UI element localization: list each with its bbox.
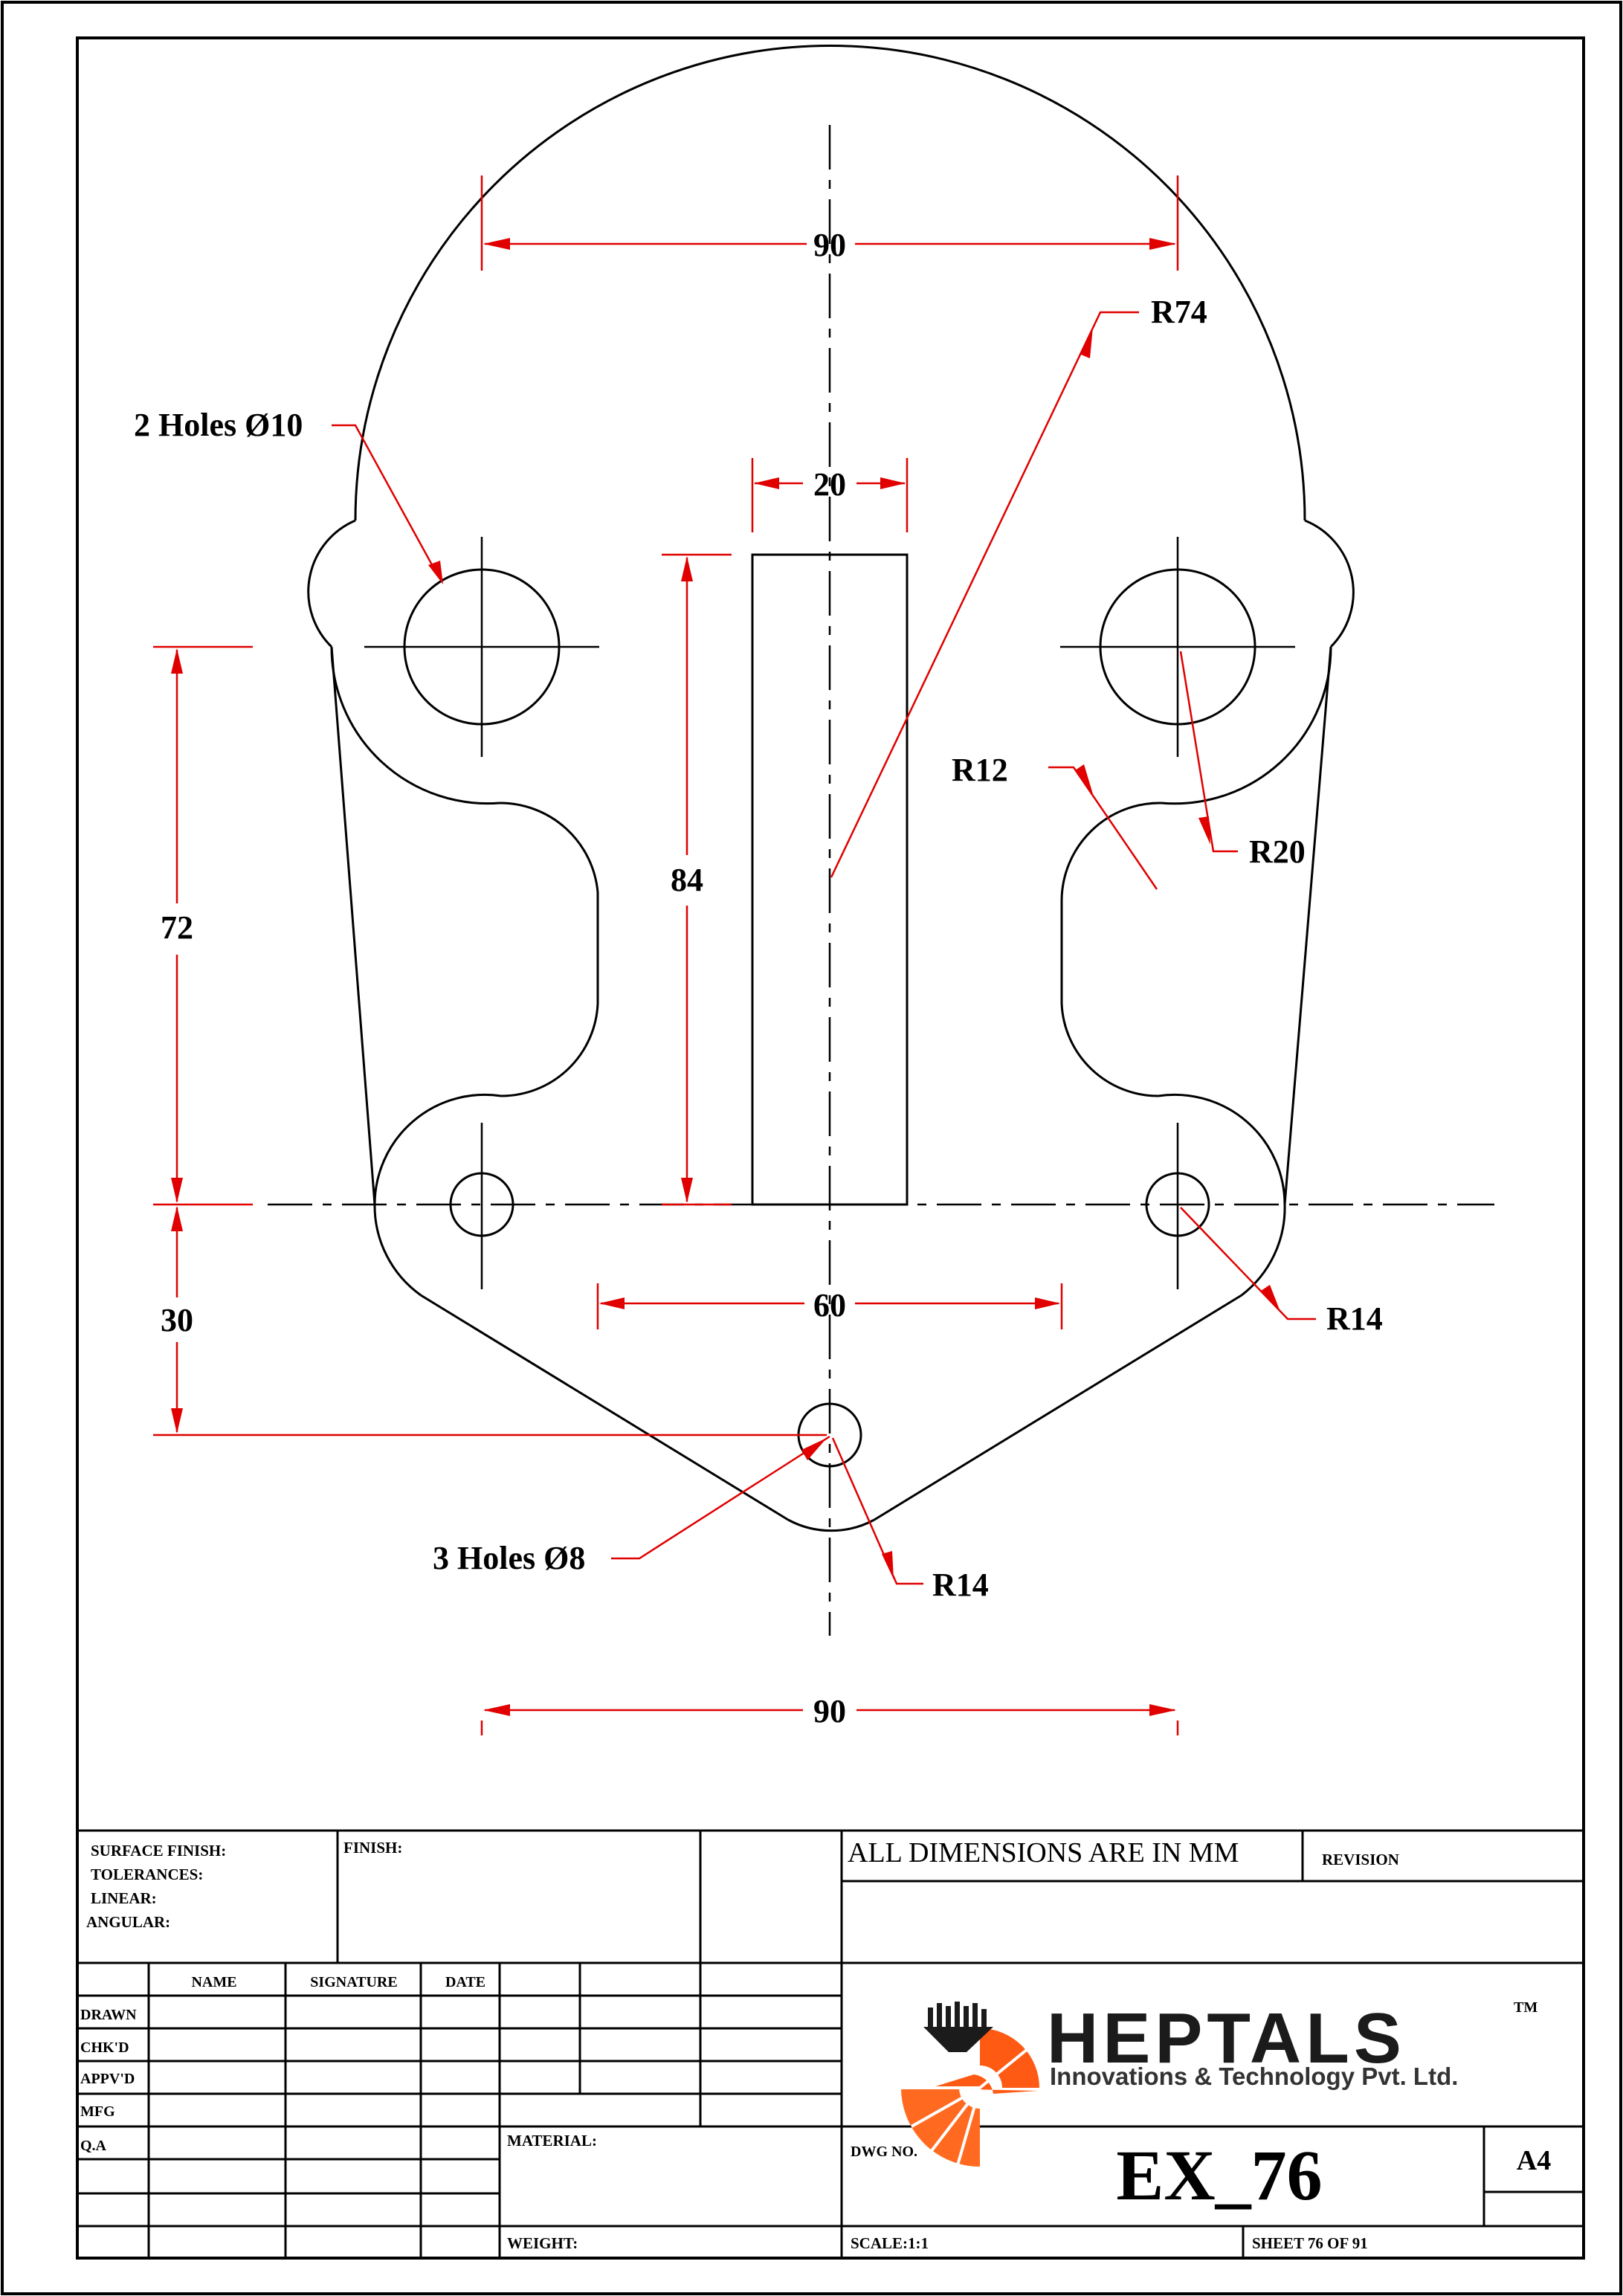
dim-slot-width: 20 [813,466,846,503]
label-material: MATERIAL: [507,2132,597,2150]
logo-emblem-icon [901,2002,1039,2167]
row-checked: CHK'D [80,2039,129,2056]
dim-top-width: 90 [813,227,846,263]
col-date: DATE [445,1974,485,1990]
row-qa: Q.A [80,2138,107,2154]
label-tolerances: TOLERANCES: [91,1866,203,1883]
logo-tagline: Innovations & Technology Pvt. Ltd. [1050,2063,1458,2090]
col-name: NAME [191,1974,236,1990]
dim-right-lower-radius: R14 [1326,1300,1383,1337]
dim-bottom-width: 90 [813,1693,846,1729]
label-sheet: SHEET 76 OF 91 [1252,2234,1368,2252]
dimensions [153,175,1316,1735]
dim-left-vertical: 72 [161,909,193,946]
row-approved: APPV'D [80,2071,135,2087]
dim-inner-radius: R12 [952,752,1008,788]
dim-bottom-radius: R14 [932,1567,989,1603]
sheet-size: A4 [1517,2145,1551,2176]
dim-slot-height: 84 [671,862,703,898]
row-mfg: MFG [80,2103,115,2120]
label-weight: WEIGHT: [507,2234,578,2252]
callout-large-holes: 2 Holes Ø10 [134,407,303,443]
logo-wordmark: HEPTALS [1047,1999,1406,2078]
drawing-border [76,36,1585,2260]
drawing-number: EX_76 [1116,2135,1322,2215]
label-dwg-no: DWG NO. [851,2144,917,2160]
units-note: ALL DIMENSIONS ARE IN MM [848,1837,1239,1868]
dim-hole-spacing: 60 [813,1287,846,1323]
dim-bottom-offset: 30 [161,1302,193,1338]
callout-small-holes: 3 Holes Ø8 [433,1540,585,1576]
centerlines [268,125,1494,1636]
label-linear: LINEAR: [91,1889,157,1907]
title-block-grid [77,1829,1584,2258]
label-surface-finish: SURFACE FINISH: [91,1842,226,1860]
col-signature: SIGNATURE [310,1974,397,1990]
label-scale: SCALE:1:1 [851,2234,929,2252]
logo-trademark: TM [1514,1999,1538,2016]
label-revision: REVISION [1322,1851,1399,1868]
label-finish: FINISH: [343,1839,402,1857]
dim-boss-radius: R20 [1249,833,1306,870]
row-drawn: DRAWN [80,2007,137,2023]
company-logo: HEPTALS TM Innovations & Technology Pvt.… [901,1999,1538,2167]
label-angular: ANGULAR: [86,1913,170,1931]
dim-outer-radius: R74 [1151,294,1207,330]
